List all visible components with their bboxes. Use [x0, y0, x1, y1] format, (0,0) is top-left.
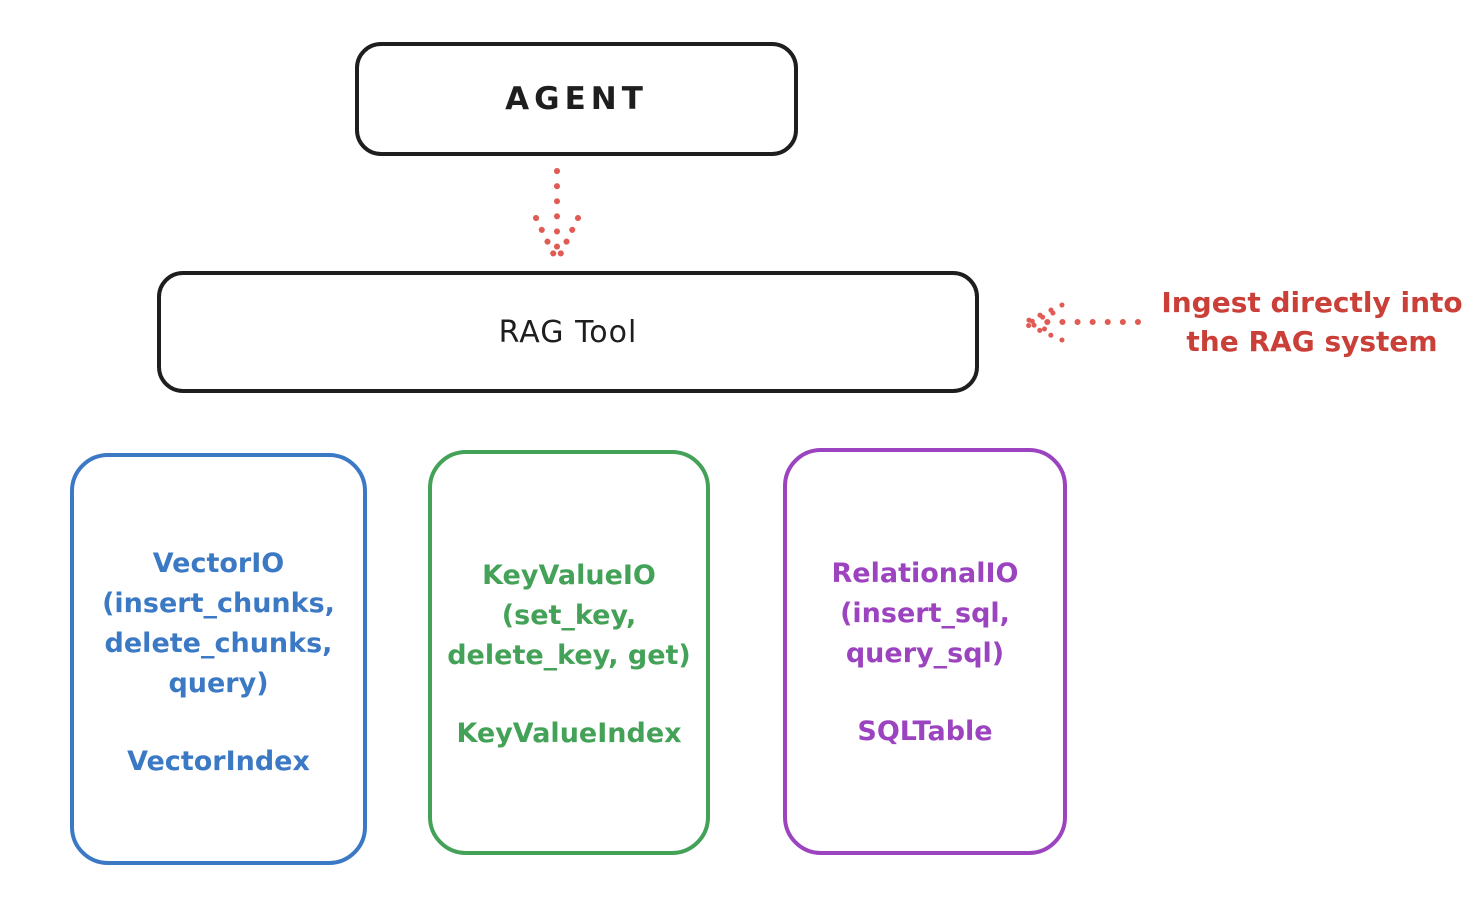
- vector-io-line: (insert_chunks,: [102, 588, 335, 619]
- rag-tool-label: RAG Tool: [498, 314, 638, 350]
- vector-io-line: VectorIO: [152, 548, 285, 579]
- relational-io-text: RelationalIO (insert_sql, query_sql) SQL…: [787, 452, 1063, 752]
- agent-to-rag-arrow-icon: [533, 168, 581, 260]
- vector-io-text: VectorIO (insert_chunks, delete_chunks, …: [74, 457, 363, 782]
- node-agent: AGENT: [355, 42, 798, 156]
- keyvalue-index-label: KeyValueIndex: [456, 718, 682, 749]
- keyvalue-io-line: delete_key, get): [447, 640, 691, 671]
- vector-io-line: delete_chunks,: [104, 628, 333, 659]
- node-rag-tool: RAG Tool: [157, 271, 979, 393]
- keyvalue-io-line: KeyValueIO: [482, 560, 656, 591]
- ingest-annotation: Ingest directly into the RAG system: [1140, 283, 1484, 361]
- relational-io-line: RelationalIO: [831, 558, 1019, 589]
- node-keyvalue-io: KeyValueIO (set_key, delete_key, get) Ke…: [428, 450, 710, 855]
- node-vector-io: VectorIO (insert_chunks, delete_chunks, …: [70, 453, 367, 865]
- sql-table-label: SQLTable: [857, 716, 993, 747]
- ingest-annotation-line2: the RAG system: [1186, 325, 1438, 358]
- ingest-annotation-line1: Ingest directly into: [1161, 286, 1463, 319]
- agent-label: AGENT: [505, 81, 648, 117]
- relational-io-line: query_sql): [845, 638, 1005, 669]
- vector-index-label: VectorIndex: [127, 746, 310, 777]
- keyvalue-io-line: (set_key,: [501, 600, 637, 631]
- relational-io-line: (insert_sql,: [840, 598, 1010, 629]
- vector-io-line: query): [168, 668, 269, 699]
- keyvalue-io-text: KeyValueIO (set_key, delete_key, get) Ke…: [432, 454, 706, 754]
- ingest-arrow-icon: [1020, 302, 1141, 343]
- node-relational-io: RelationalIO (insert_sql, query_sql) SQL…: [783, 448, 1067, 855]
